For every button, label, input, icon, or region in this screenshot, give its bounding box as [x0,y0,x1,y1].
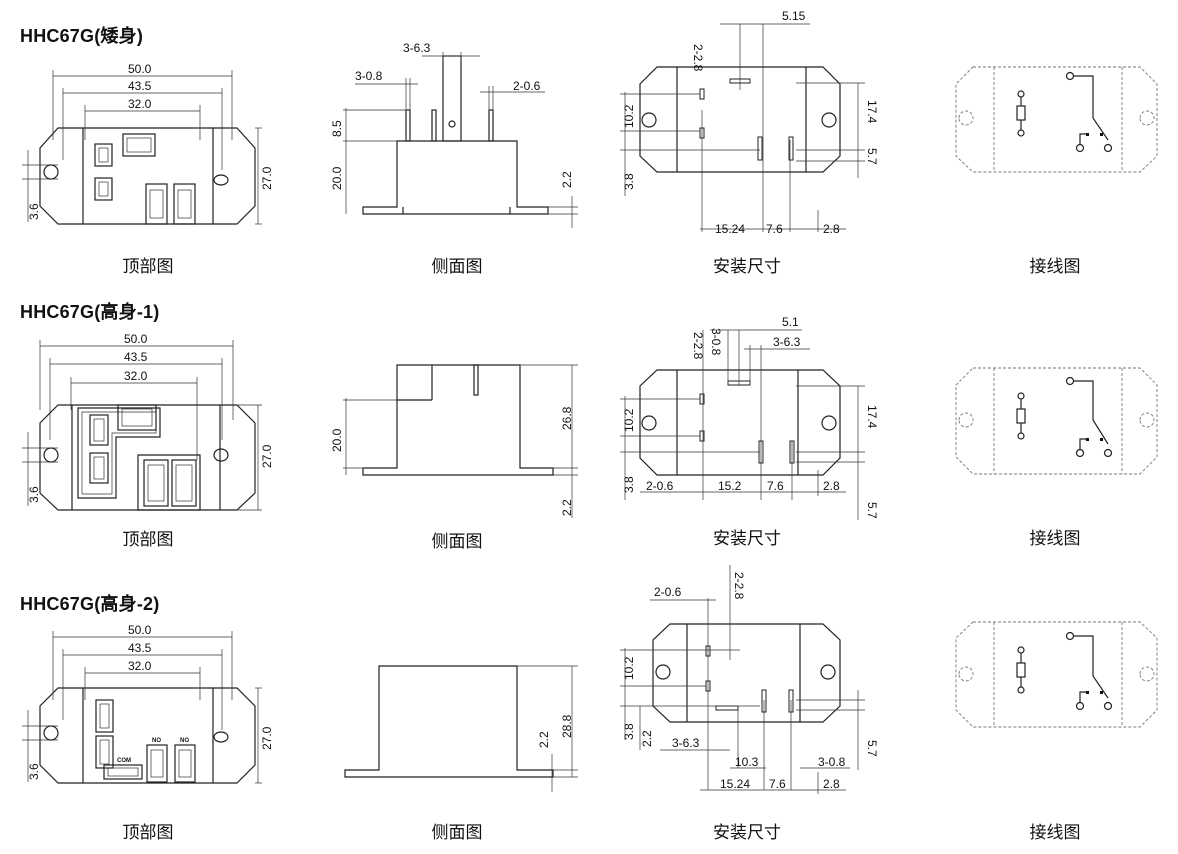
caption-mounting: 安装尺寸 [713,257,781,277]
dim-label: 43.5 [128,79,152,93]
dim-label: 10.3 [735,755,759,769]
dim-label: 17.4 [865,405,879,429]
dim-label: 3.8 [622,723,636,740]
dim-label: 3.8 [622,476,636,493]
dim-label: 2-2.8 [691,44,705,72]
dim-label: 50.0 [128,62,152,76]
dim-label: 2.8 [823,479,840,493]
mounting-view-high-1: 2-2.8 3-0.8 5.1 3-6.3 10.2 17.4 3.8 2-0.… [620,315,879,520]
dim-label: 2-0.6 [646,479,674,493]
side-view-low: 3-6.3 3-0.8 2-0.6 8.5 20.0 2.2 [330,41,578,228]
caption-mounting: 安装尺寸 [713,529,781,549]
dim-label: 2.2 [537,731,551,748]
pin-label-com: COM [117,758,131,764]
dim-label: 7.6 [767,479,784,493]
dim-label: 5.7 [865,502,879,519]
dim-label: 2.2 [560,171,574,188]
dim-label: 32.0 [128,659,152,673]
dim-label: 2-0.6 [654,585,682,599]
dim-label: 28.8 [560,714,574,738]
dim-label: 2-0.6 [513,79,541,93]
dim-label: 43.5 [128,641,152,655]
pin-label-no: NO [152,738,161,744]
dim-label: 5.7 [865,740,879,757]
dim-label: 17.4 [865,100,879,124]
dim-label: 26.8 [560,406,574,430]
top-view-high-1: 50.0 43.5 32.0 27.0 3.6 [22,332,274,511]
pin-label-no: NO [180,738,189,744]
caption-top-view: 顶部图 [122,823,174,843]
side-view-high-1: 20.0 26.8 2.2 [330,364,578,518]
dim-label: 32.0 [128,97,152,111]
caption-side-view: 侧面图 [431,823,483,843]
side-view-high-2: 2.2 28.8 [344,665,578,792]
caption-side-view: 侧面图 [431,257,483,277]
dim-label: 7.6 [769,777,786,791]
section-title-high-1: HHC67G(高身-1) [20,302,160,322]
mounting-view-high-2: 2-0.6 2-2.8 10.2 3.8 2.2 3-6.3 10.3 3-0.… [620,565,879,794]
dim-label: 15.24 [720,777,750,791]
section-title-high-2: HHC67G(高身-2) [20,594,160,614]
dim-label: 5.1 [782,315,799,329]
wiring-view-high-2 [955,621,1158,728]
dim-label: 20.0 [330,428,344,452]
dim-label: 3.6 [27,203,41,220]
caption-top-view: 顶部图 [122,530,174,550]
caption-wiring: 接线图 [1029,823,1081,843]
dim-label: 2.2 [560,499,574,516]
wiring-view-low [955,66,1158,173]
dim-label: 10.2 [622,656,636,680]
dim-label: 32.0 [124,369,148,383]
dim-label: 2-2.8 [732,572,746,600]
dim-label: 27.0 [260,726,274,750]
dim-label: 3-0.8 [818,755,846,769]
dim-label: 2.8 [823,777,840,791]
dim-label: 3.6 [27,763,41,780]
dim-label: 5.15 [782,9,806,23]
dim-label: 7.6 [766,222,783,236]
dim-label: 3-0.8 [355,69,383,83]
dim-label: 20.0 [330,166,344,190]
dim-label: 15.2 [718,479,742,493]
caption-mounting: 安装尺寸 [713,823,781,843]
dim-label: 3-6.3 [403,41,431,55]
dim-label: 3-0.8 [709,328,723,356]
dim-label: 10.2 [622,408,636,432]
caption-wiring: 接线图 [1029,529,1081,549]
dim-label: 15.24 [715,222,745,236]
wiring-view-high-1 [955,367,1158,475]
dim-label: 2.2 [640,730,654,747]
dim-label: 50.0 [128,623,152,637]
dim-label: 3-6.3 [773,335,801,349]
dim-label: 3-6.3 [672,736,700,750]
dim-label: 3.6 [27,486,41,503]
caption-top-view: 顶部图 [122,257,174,277]
mounting-view-low: 2-2.8 5.15 10.2 17.4 5.7 3.8 15.24 7.6 2… [620,9,879,236]
dim-label: 10.2 [622,104,636,128]
dim-label: 27.0 [260,444,274,468]
dim-label: 2-2.8 [691,332,705,360]
dim-label: 3.8 [622,173,636,190]
top-view-high-2: NO NO COM 50.0 43.5 32.0 27.0 3.6 [22,623,274,784]
dim-label: 43.5 [124,350,148,364]
top-view-low: 50.0 43.5 32.0 27.0 3.6 [22,62,274,225]
caption-side-view: 侧面图 [431,532,483,552]
section-title-low: HHC67G(矮身) [20,26,144,46]
dim-label: 5.7 [865,148,879,165]
dim-label: 50.0 [124,332,148,346]
caption-wiring: 接线图 [1029,257,1081,277]
dim-label: 8.5 [330,120,344,137]
dim-label: 2.8 [823,222,840,236]
dim-label: 27.0 [260,166,274,190]
